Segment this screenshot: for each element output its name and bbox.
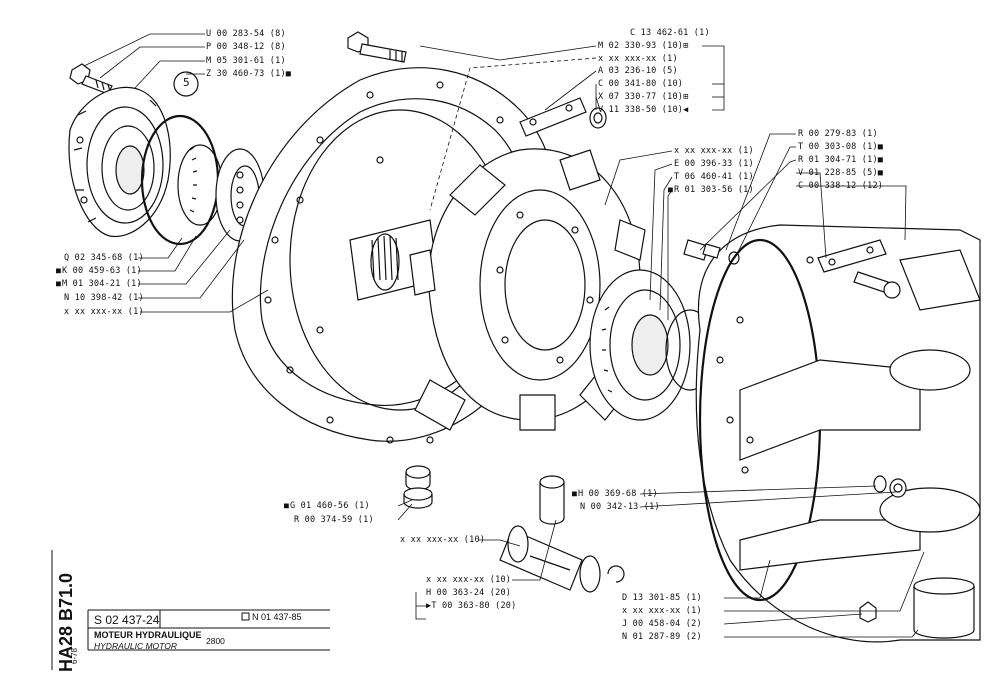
- part-label: x xx xxx-xx (10): [426, 575, 512, 585]
- part-label: J 00 458-04 (2): [622, 619, 702, 629]
- cylinder-block: [589, 269, 691, 421]
- part-label: G 01 460-56 (1): [284, 501, 370, 511]
- rear-cover: [695, 224, 981, 643]
- title-english: HYDRAULIC MOTOR: [94, 641, 177, 651]
- title-block-lines: [51, 550, 330, 670]
- part-label: T 00 303-08 (1)■: [798, 142, 884, 152]
- title-french: MOTEUR HYDRAULIQUE: [94, 630, 202, 640]
- part-label: K 00 459-63 (1): [56, 266, 142, 276]
- part-label: D 13 301-85 (1): [622, 593, 702, 603]
- reference-number: S 02 437-24: [94, 613, 160, 627]
- drawing-date: 6-78: [70, 647, 79, 664]
- bolt-top-left: [69, 63, 113, 95]
- part-label: ▶T 00 363-80 (20): [426, 601, 517, 611]
- small-fitting-bottom: [859, 601, 877, 623]
- part-label: R 01 304-71 (1)■: [798, 155, 884, 165]
- leader-lines: [83, 33, 925, 638]
- circlip: [607, 565, 625, 583]
- part-label: R 00 374-59 (1): [294, 515, 374, 525]
- part-label: M 05 301-61 (1): [206, 56, 286, 66]
- callout-number: 5: [183, 76, 190, 89]
- part-label: Q 02 345-68 (1): [64, 253, 144, 263]
- part-label: N 00 342-13 (1): [580, 502, 660, 512]
- model-number: 2800: [206, 636, 225, 646]
- part-label: V 11 338-50 (10)◀: [598, 105, 689, 115]
- part-label: X 07 330-77 (10)⊞: [598, 92, 689, 102]
- part-label: N 10 398-42 (1): [64, 293, 144, 303]
- part-label: x xx xxx-xx (1): [622, 606, 702, 616]
- part-label: M 02 330-93 (10)⊞: [598, 41, 689, 51]
- bolt-top-center: [347, 31, 407, 63]
- nut-top: [589, 107, 607, 129]
- part-label: A 03 236-10 (5): [598, 66, 678, 76]
- roller-assembly: [499, 525, 601, 593]
- plug-fitting: [683, 239, 740, 265]
- front-cover: [68, 86, 171, 238]
- part-label: R 00 279-83 (1): [798, 129, 878, 139]
- cam-ring: [409, 148, 646, 431]
- part-label: N 01 287-89 (2): [622, 632, 702, 642]
- part-label: P 00 348-12 (8): [206, 42, 286, 52]
- part-label: U 00 283-54 (8): [206, 29, 286, 39]
- alt-reference: N 01 437-85: [252, 612, 302, 622]
- part-label: x xx xxx-xx (10): [400, 535, 486, 545]
- part-label: Z 30 460-73 (1)■: [206, 69, 292, 79]
- part-label: V 01 228-85 (5)■: [798, 168, 884, 178]
- part-label: M 01 304-21 (1): [56, 279, 142, 289]
- part-label: x xx xxx-xx (1): [598, 54, 678, 64]
- part-label: T 06 460-41 (1): [674, 172, 754, 182]
- part-label: x xx xxx-xx (1): [64, 307, 144, 317]
- part-label: E 00 396-33 (1): [674, 159, 754, 169]
- part-label: C 00 338-12 (12): [798, 181, 884, 191]
- part-label: H 00 363-24 (20): [426, 588, 512, 598]
- part-label: x xx xxx-xx (1): [674, 146, 754, 156]
- shim-plate-top: [519, 97, 587, 137]
- shim-plate-right: [817, 239, 887, 273]
- part-label: R 01 303-56 (1): [668, 185, 754, 195]
- part-label: C 13 462-61 (1): [630, 28, 710, 38]
- piston: [539, 475, 565, 525]
- bolt-right: [853, 271, 901, 299]
- callout-circle: [173, 71, 199, 97]
- part-label: C 00 341-80 (10): [598, 79, 684, 89]
- part-label: H 00 369-68 (1): [572, 489, 658, 499]
- drain-plug: [403, 465, 433, 509]
